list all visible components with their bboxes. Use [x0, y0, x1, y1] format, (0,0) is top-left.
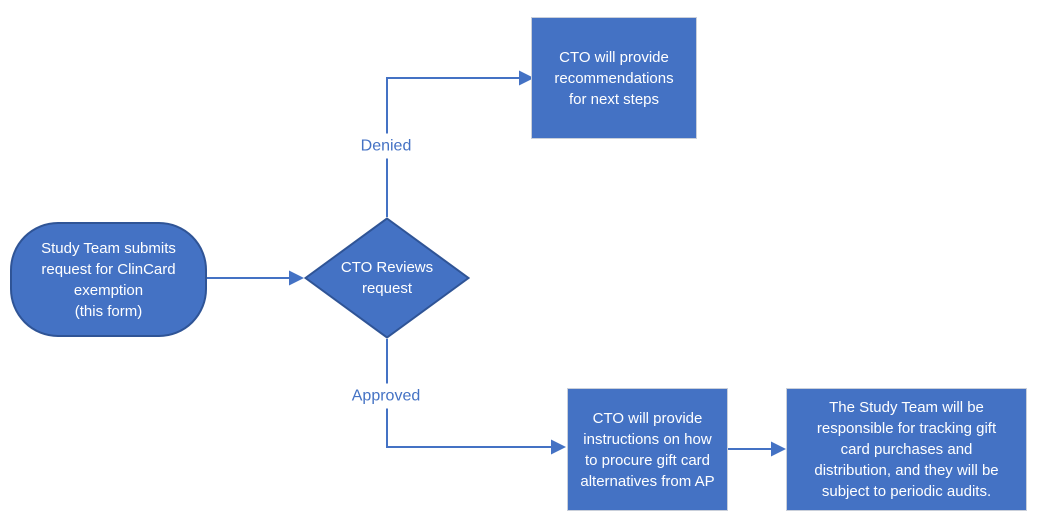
node-approved-outcome-label: CTO will provide instructions on how to … — [580, 409, 715, 490]
node-approved-outcome: CTO will provide instructions on how to … — [567, 388, 728, 511]
node-denied-outcome-label: CTO will provide recommendations for nex… — [554, 48, 674, 108]
edge-decision-to-approved — [386, 339, 553, 448]
arrowhead-start-to-decision — [289, 270, 304, 286]
edge-decision-to-denied — [386, 77, 521, 217]
node-tracking-outcome: The Study Team will be responsible for t… — [786, 388, 1027, 511]
node-start-label: Study Team submits request for ClinCard … — [41, 239, 176, 320]
arrowhead-decision-to-denied — [519, 70, 534, 86]
diamond-shape — [304, 217, 470, 339]
arrowhead-approved-to-tracking — [771, 441, 786, 457]
node-decision-label: CTO Reviews request — [340, 259, 434, 297]
node-start-terminator: Study Team submits request for ClinCard … — [10, 222, 207, 337]
arrowhead-decision-to-approved — [551, 439, 566, 455]
node-decision-diamond: CTO Reviews request — [304, 217, 470, 339]
edge-label-denied: Denied — [355, 133, 417, 159]
diamond-polygon — [304, 217, 470, 339]
node-tracking-outcome-label: The Study Team will be responsible for t… — [814, 399, 999, 500]
edge-label-approved: Approved — [346, 383, 426, 409]
node-denied-outcome: CTO will provide recommendations for nex… — [531, 17, 697, 139]
